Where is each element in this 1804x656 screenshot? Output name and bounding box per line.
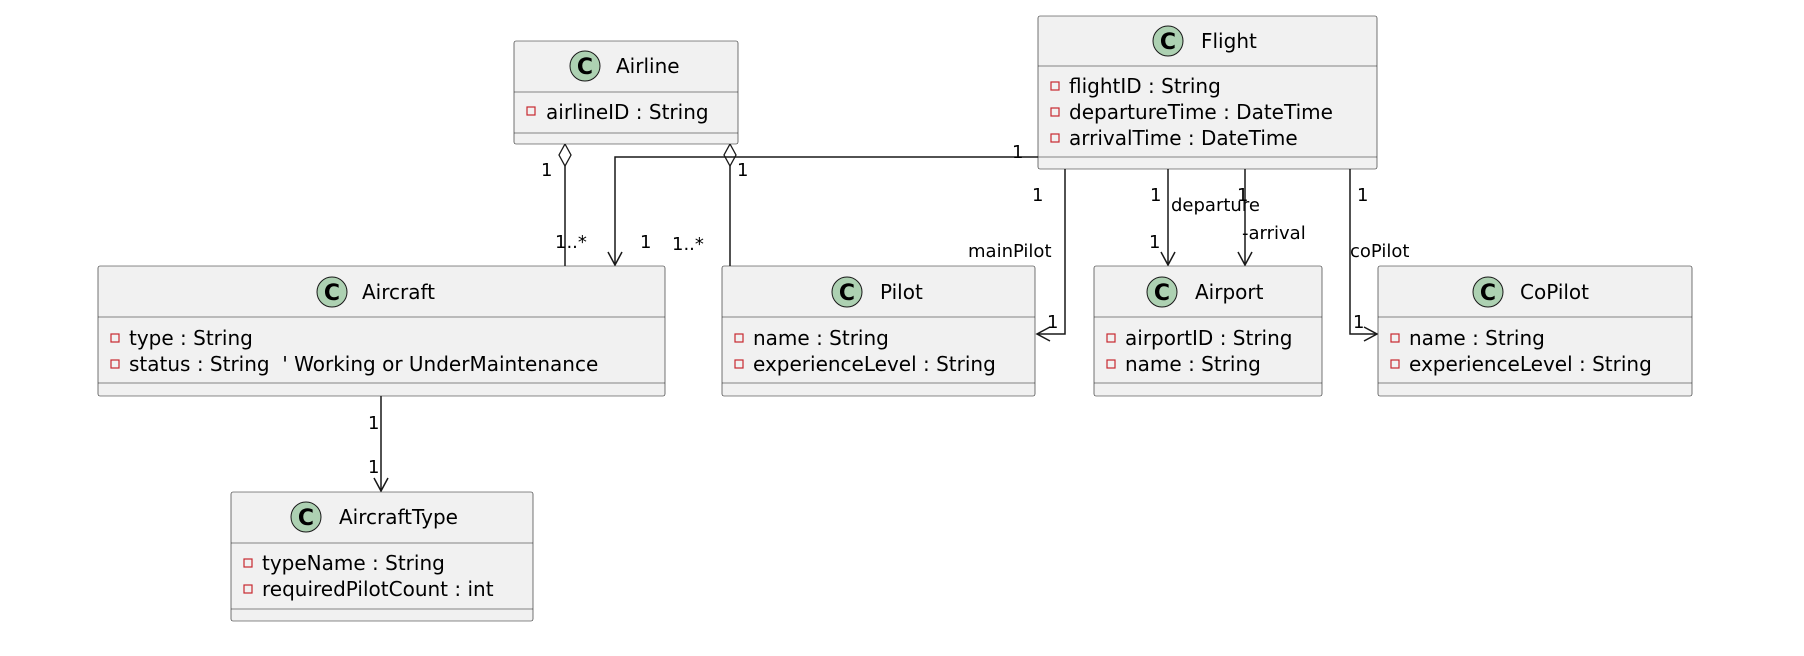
private-visibility-icon — [1050, 81, 1060, 91]
class-name: Airport — [1195, 280, 1264, 304]
class-c-icon — [290, 501, 322, 533]
class-name: AircraftType — [339, 505, 458, 529]
class-flight: C Flight flightID : String departureTime… — [1037, 15, 1378, 170]
class-c-letter: C — [839, 281, 855, 306]
private-visibility-icon — [1050, 107, 1060, 117]
edge-flight-aircraft: 1 1 — [607, 142, 1038, 267]
class-name: Airline — [616, 54, 680, 78]
role-arrival: -arrival — [1242, 223, 1306, 244]
private-visibility-icon — [243, 558, 253, 568]
private-visibility-icon — [734, 333, 744, 343]
attribute: arrivalTime : DateTime — [1069, 126, 1298, 150]
class-aircrafttype: C AircraftType typeName : String require… — [230, 491, 534, 622]
attribute: typeName : String — [262, 551, 445, 575]
class-airport: C Airport airportID : String name : Stri… — [1093, 265, 1323, 397]
class-copilot: C CoPilot name : String experienceLevel … — [1377, 265, 1693, 397]
arrowhead-icon — [1237, 251, 1253, 267]
attribute: name : String — [1409, 326, 1545, 350]
mult-flight-pilot-target: 1 — [1047, 312, 1058, 333]
role-copilot: coPilot — [1350, 241, 1409, 262]
attribute: experienceLevel : String — [753, 352, 996, 376]
mult-aircraft-aircrafttype-source: 1 — [368, 413, 379, 434]
private-visibility-icon — [1106, 359, 1116, 369]
private-visibility-icon — [110, 333, 120, 343]
edge-flight-pilot: 1 mainPilot 1 — [968, 169, 1066, 342]
class-c-icon — [316, 276, 348, 308]
role-main-pilot: mainPilot — [968, 241, 1052, 262]
class-c-letter: C — [1160, 30, 1176, 55]
class-c-icon — [569, 50, 601, 82]
class-name: Pilot — [880, 280, 923, 304]
class-c-letter: C — [298, 506, 314, 531]
private-visibility-icon — [526, 106, 536, 116]
attribute: status : String ' Working or UnderMainte… — [129, 352, 598, 376]
attribute: airportID : String — [1125, 326, 1292, 350]
attribute: flightID : String — [1069, 74, 1221, 98]
attribute: name : String — [1125, 352, 1261, 376]
class-name: CoPilot — [1520, 280, 1589, 304]
mult-aircraft-aircrafttype-target: 1 — [368, 457, 379, 478]
class-c-icon — [1152, 25, 1184, 57]
edge-flight-copilot: 1 coPilot 1 — [1349, 169, 1409, 342]
private-visibility-icon — [110, 359, 120, 369]
private-visibility-icon — [1050, 133, 1060, 143]
arrowhead-icon — [1160, 251, 1176, 267]
mult-airline-pilot-target: 1..* — [672, 234, 704, 255]
aggregation-diamond-icon — [558, 142, 572, 168]
mult-airline-pilot-source: 1 — [737, 160, 748, 181]
mult-airline-aircraft-source: 1 — [541, 160, 552, 181]
mult-flight-pilot-source: 1 — [1032, 185, 1043, 206]
attribute: requiredPilotCount : int — [262, 577, 494, 601]
mult-flight-arrival-source: 1 — [1237, 185, 1248, 206]
mult-flight-aircraft-target: 1 — [640, 232, 651, 253]
edge-airline-aircraft: 1 1..* — [541, 142, 587, 266]
attribute: departureTime : DateTime — [1069, 100, 1333, 124]
arrowhead-icon — [1363, 326, 1379, 342]
class-c-icon — [831, 276, 863, 308]
edge-airline-pilot: 1 1..* — [672, 142, 748, 266]
attribute: name : String — [753, 326, 889, 350]
mult-flight-aircraft-source: 1 — [1012, 142, 1023, 163]
class-c-letter: C — [1154, 281, 1170, 306]
arrowhead-icon — [607, 251, 623, 267]
private-visibility-icon — [734, 359, 744, 369]
role-departure: departure — [1171, 195, 1260, 216]
class-c-icon — [1472, 276, 1504, 308]
mult-flight-departure-target: 1 — [1149, 232, 1160, 253]
edge-flight-departure: 1 departure 1 — [1149, 169, 1260, 267]
mult-flight-departure-source: 1 — [1150, 185, 1161, 206]
aggregation-diamond-icon — [723, 142, 737, 168]
private-visibility-icon — [1390, 333, 1400, 343]
class-aircraft: C Aircraft type : String status : String… — [97, 265, 666, 397]
class-c-letter: C — [324, 281, 340, 306]
mult-airline-aircraft-target: 1..* — [555, 232, 587, 253]
private-visibility-icon — [1106, 333, 1116, 343]
class-pilot: C Pilot name : String experienceLevel : … — [721, 265, 1036, 397]
mult-flight-copilot-target: 1 — [1353, 312, 1364, 333]
private-visibility-icon — [1390, 359, 1400, 369]
attribute: type : String — [129, 326, 253, 350]
class-name: Aircraft — [362, 280, 435, 304]
class-name: Flight — [1201, 29, 1257, 53]
arrowhead-icon — [1035, 326, 1051, 342]
edge-aircraft-aircrafttype: 1 1 — [368, 396, 389, 493]
class-airline: C Airline airlineID : String — [513, 40, 739, 145]
class-c-letter: C — [1480, 281, 1496, 306]
private-visibility-icon — [243, 584, 253, 594]
class-c-letter: C — [577, 55, 593, 80]
edge-flight-arrival: 1 -arrival — [1237, 169, 1306, 267]
attribute: experienceLevel : String — [1409, 352, 1652, 376]
class-c-icon — [1146, 276, 1178, 308]
attribute: airlineID : String — [546, 100, 709, 124]
arrowhead-icon — [373, 477, 389, 493]
mult-flight-copilot-source: 1 — [1357, 185, 1368, 206]
